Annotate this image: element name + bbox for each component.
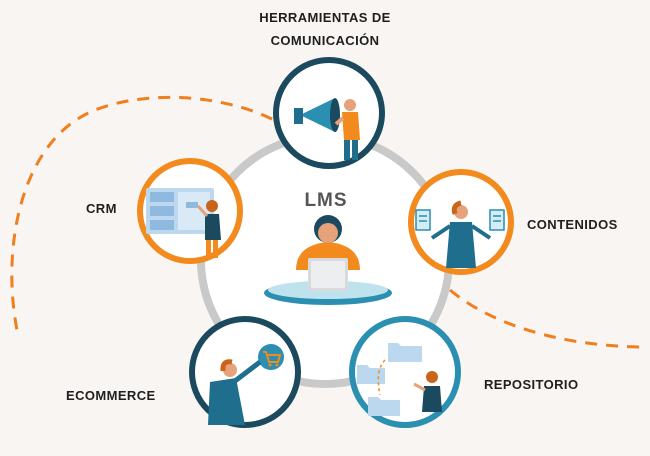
person-figure <box>430 200 492 268</box>
node-crm <box>137 158 243 264</box>
document-icon <box>415 209 505 231</box>
dashboard-icon <box>146 188 214 234</box>
shopping-cart-icon <box>258 344 284 370</box>
person-figure <box>334 99 360 160</box>
center-title: LMS <box>304 190 348 211</box>
dashed-arc-right <box>449 288 641 349</box>
node-label-repositorio: REPOSITORIO <box>484 377 579 392</box>
person-figure <box>413 371 442 412</box>
node-label-crm: CRM <box>86 201 117 216</box>
node-label-line2: COMUNICACIÓN <box>270 33 380 48</box>
dashed-arc-left <box>10 95 291 336</box>
node-herramientas-comunicacion <box>273 57 385 169</box>
node-label-ecommerce: ECOMMERCE <box>66 388 156 403</box>
node-contenidos <box>408 169 514 275</box>
person-figure <box>208 359 262 425</box>
node-label-contenidos: CONTENIDOS <box>527 217 618 232</box>
node-label-herramientas: HERRAMIENTAS DE COMUNICACIÓN <box>205 6 445 52</box>
node-repositorio <box>349 316 461 428</box>
node-label-line1: HERRAMIENTAS DE <box>259 10 391 25</box>
person-figure <box>196 200 221 258</box>
folder-icon <box>357 343 422 416</box>
node-ecommerce <box>189 316 301 428</box>
lms-person-illustration <box>264 215 392 305</box>
